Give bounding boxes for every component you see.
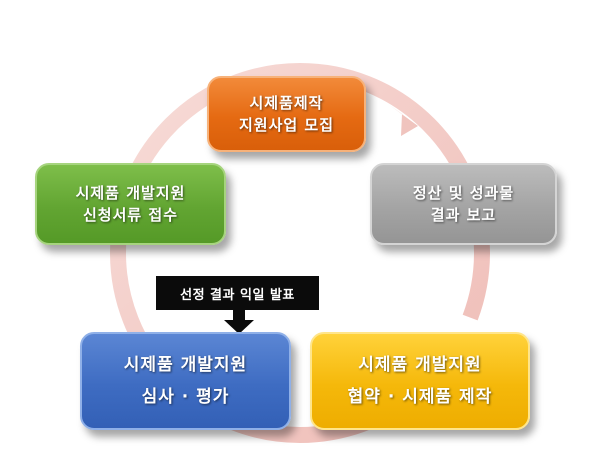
step-recruit-line2: 지원사업 모집 [238, 116, 335, 134]
step-agreement-box: 시제품 개발지원 협약 · 시제품 제작 [310, 332, 530, 430]
step-agreement-line1: 시제품 개발지원 [358, 354, 482, 375]
step-recruit-box: 시제품제작 지원사업 모집 [207, 76, 366, 152]
step-settlement-line1: 정산 및 성과물 [412, 183, 515, 202]
announcement-callout: 선정 결과 익일 발표 [156, 276, 319, 310]
down-arrow-icon [224, 310, 254, 334]
step-apply-line1: 시제품 개발지원 [75, 183, 186, 202]
step-apply-line2: 신청서류 접수 [82, 206, 179, 224]
step-review-line2: 심사 · 평가 [141, 387, 230, 407]
step-apply-box: 시제품 개발지원 신청서류 접수 [35, 163, 226, 245]
cycle-arrowhead [388, 104, 418, 136]
step-settlement-line2: 결과 보고 [430, 206, 497, 224]
announcement-label: 선정 결과 익일 발표 [180, 287, 295, 303]
step-review-line1: 시제품 개발지원 [123, 354, 248, 375]
step-agreement-line2: 협약 · 시제품 제작 [347, 387, 493, 407]
step-recruit-line1: 시제품제작 [249, 93, 324, 112]
step-settlement-box: 정산 및 성과물 결과 보고 [370, 163, 557, 245]
cycle-ring-arc [110, 63, 490, 443]
step-review-box: 시제품 개발지원 심사 · 평가 [80, 332, 291, 430]
